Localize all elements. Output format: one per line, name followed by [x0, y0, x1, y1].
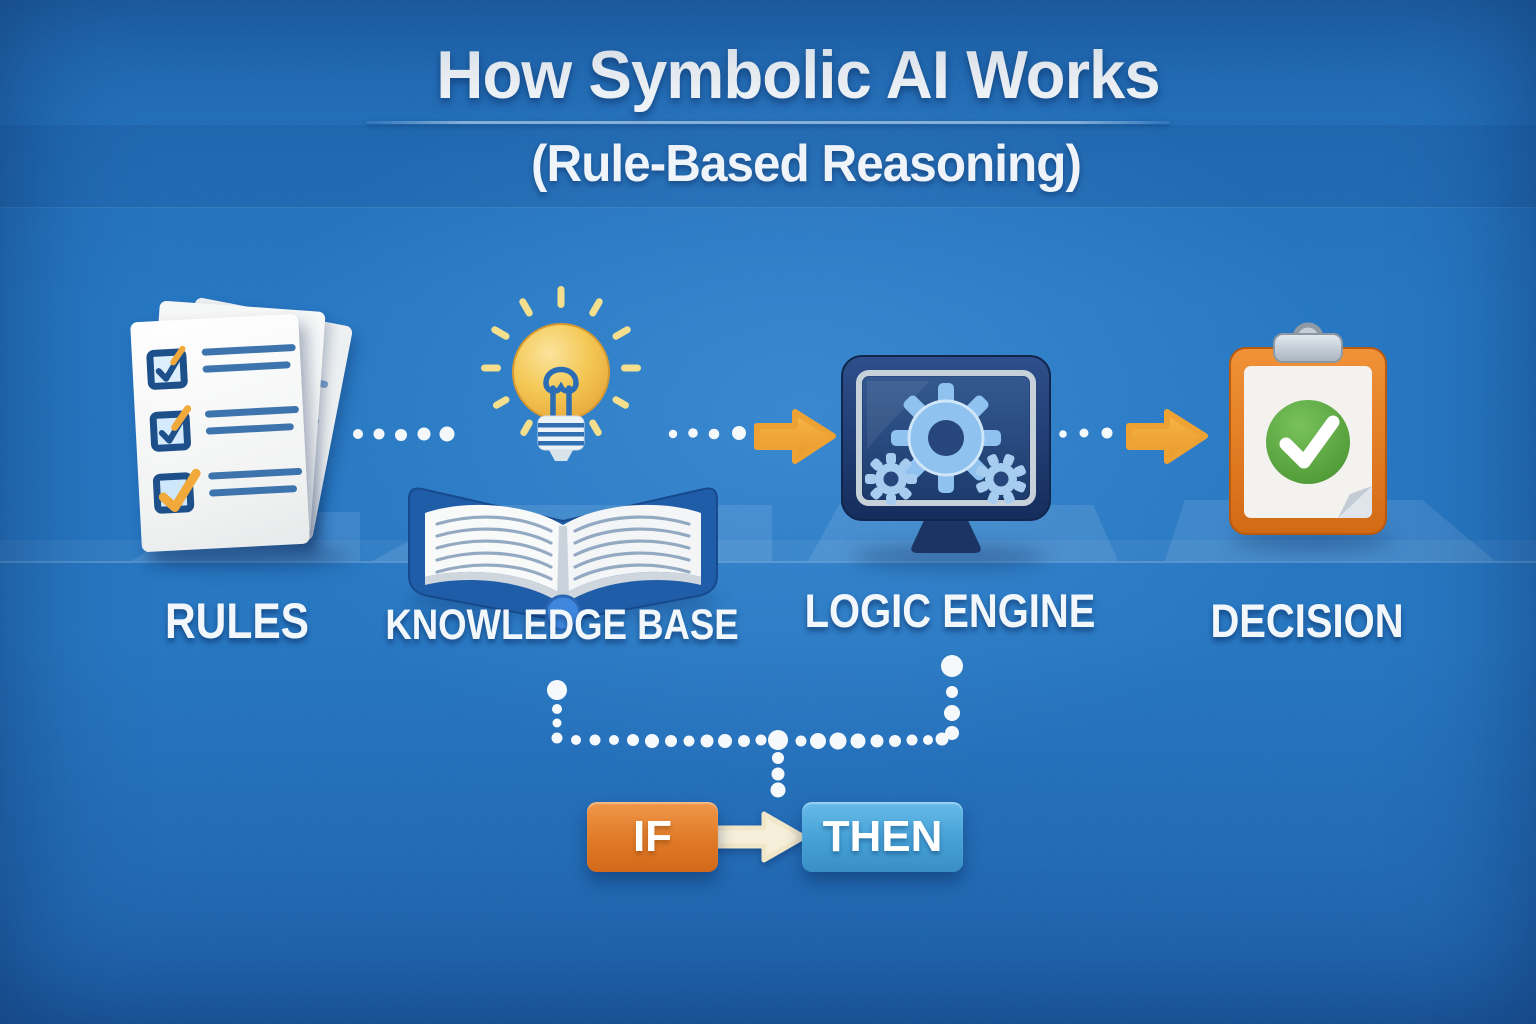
clipboard-checkmark-icon: [1229, 322, 1387, 535]
dotted-bracket-connector: [547, 655, 963, 798]
if-box: IF: [587, 802, 718, 872]
checkbox-checked-icon: [149, 405, 192, 452]
golden-arrow-icon: [754, 409, 836, 464]
open-book-icon: [408, 487, 718, 632]
page-title: How Symbolic AI Works: [436, 37, 1160, 113]
check-circle: [1266, 400, 1350, 484]
gear-small-icon: [865, 453, 917, 505]
checklist-row: [152, 464, 308, 518]
then-box: THEN: [802, 802, 963, 872]
stage-label-knowledge-base: KNOWLEDGE BASE: [385, 601, 739, 649]
then-label: THEN: [822, 812, 943, 861]
clipboard-clip: [1273, 333, 1343, 363]
if-label: IF: [632, 812, 673, 861]
if-then-arrow-icon: [713, 811, 807, 863]
connector-le-decision: [1059, 409, 1208, 464]
stage-label-rules: RULES: [164, 593, 310, 649]
golden-arrow-icon: [1126, 409, 1208, 464]
checkbox-checked-orange-icon: [152, 468, 201, 514]
stage-label-logic-engine: LOGIC ENGINE: [804, 584, 1096, 637]
checklist-row: [145, 340, 301, 394]
stage-label-decision: DECISION: [1210, 594, 1404, 647]
monitor-gears-icon: [841, 355, 1051, 553]
page-subtitle: (Rule-Based Reasoning): [530, 135, 1082, 193]
monitor-stand: [911, 516, 981, 553]
checklist-row: [149, 402, 305, 456]
checklist-documents-icon: [130, 296, 354, 564]
document-front-page: [130, 313, 310, 553]
checkbox-checked-icon: [146, 345, 188, 390]
title-divider: [366, 121, 1170, 124]
